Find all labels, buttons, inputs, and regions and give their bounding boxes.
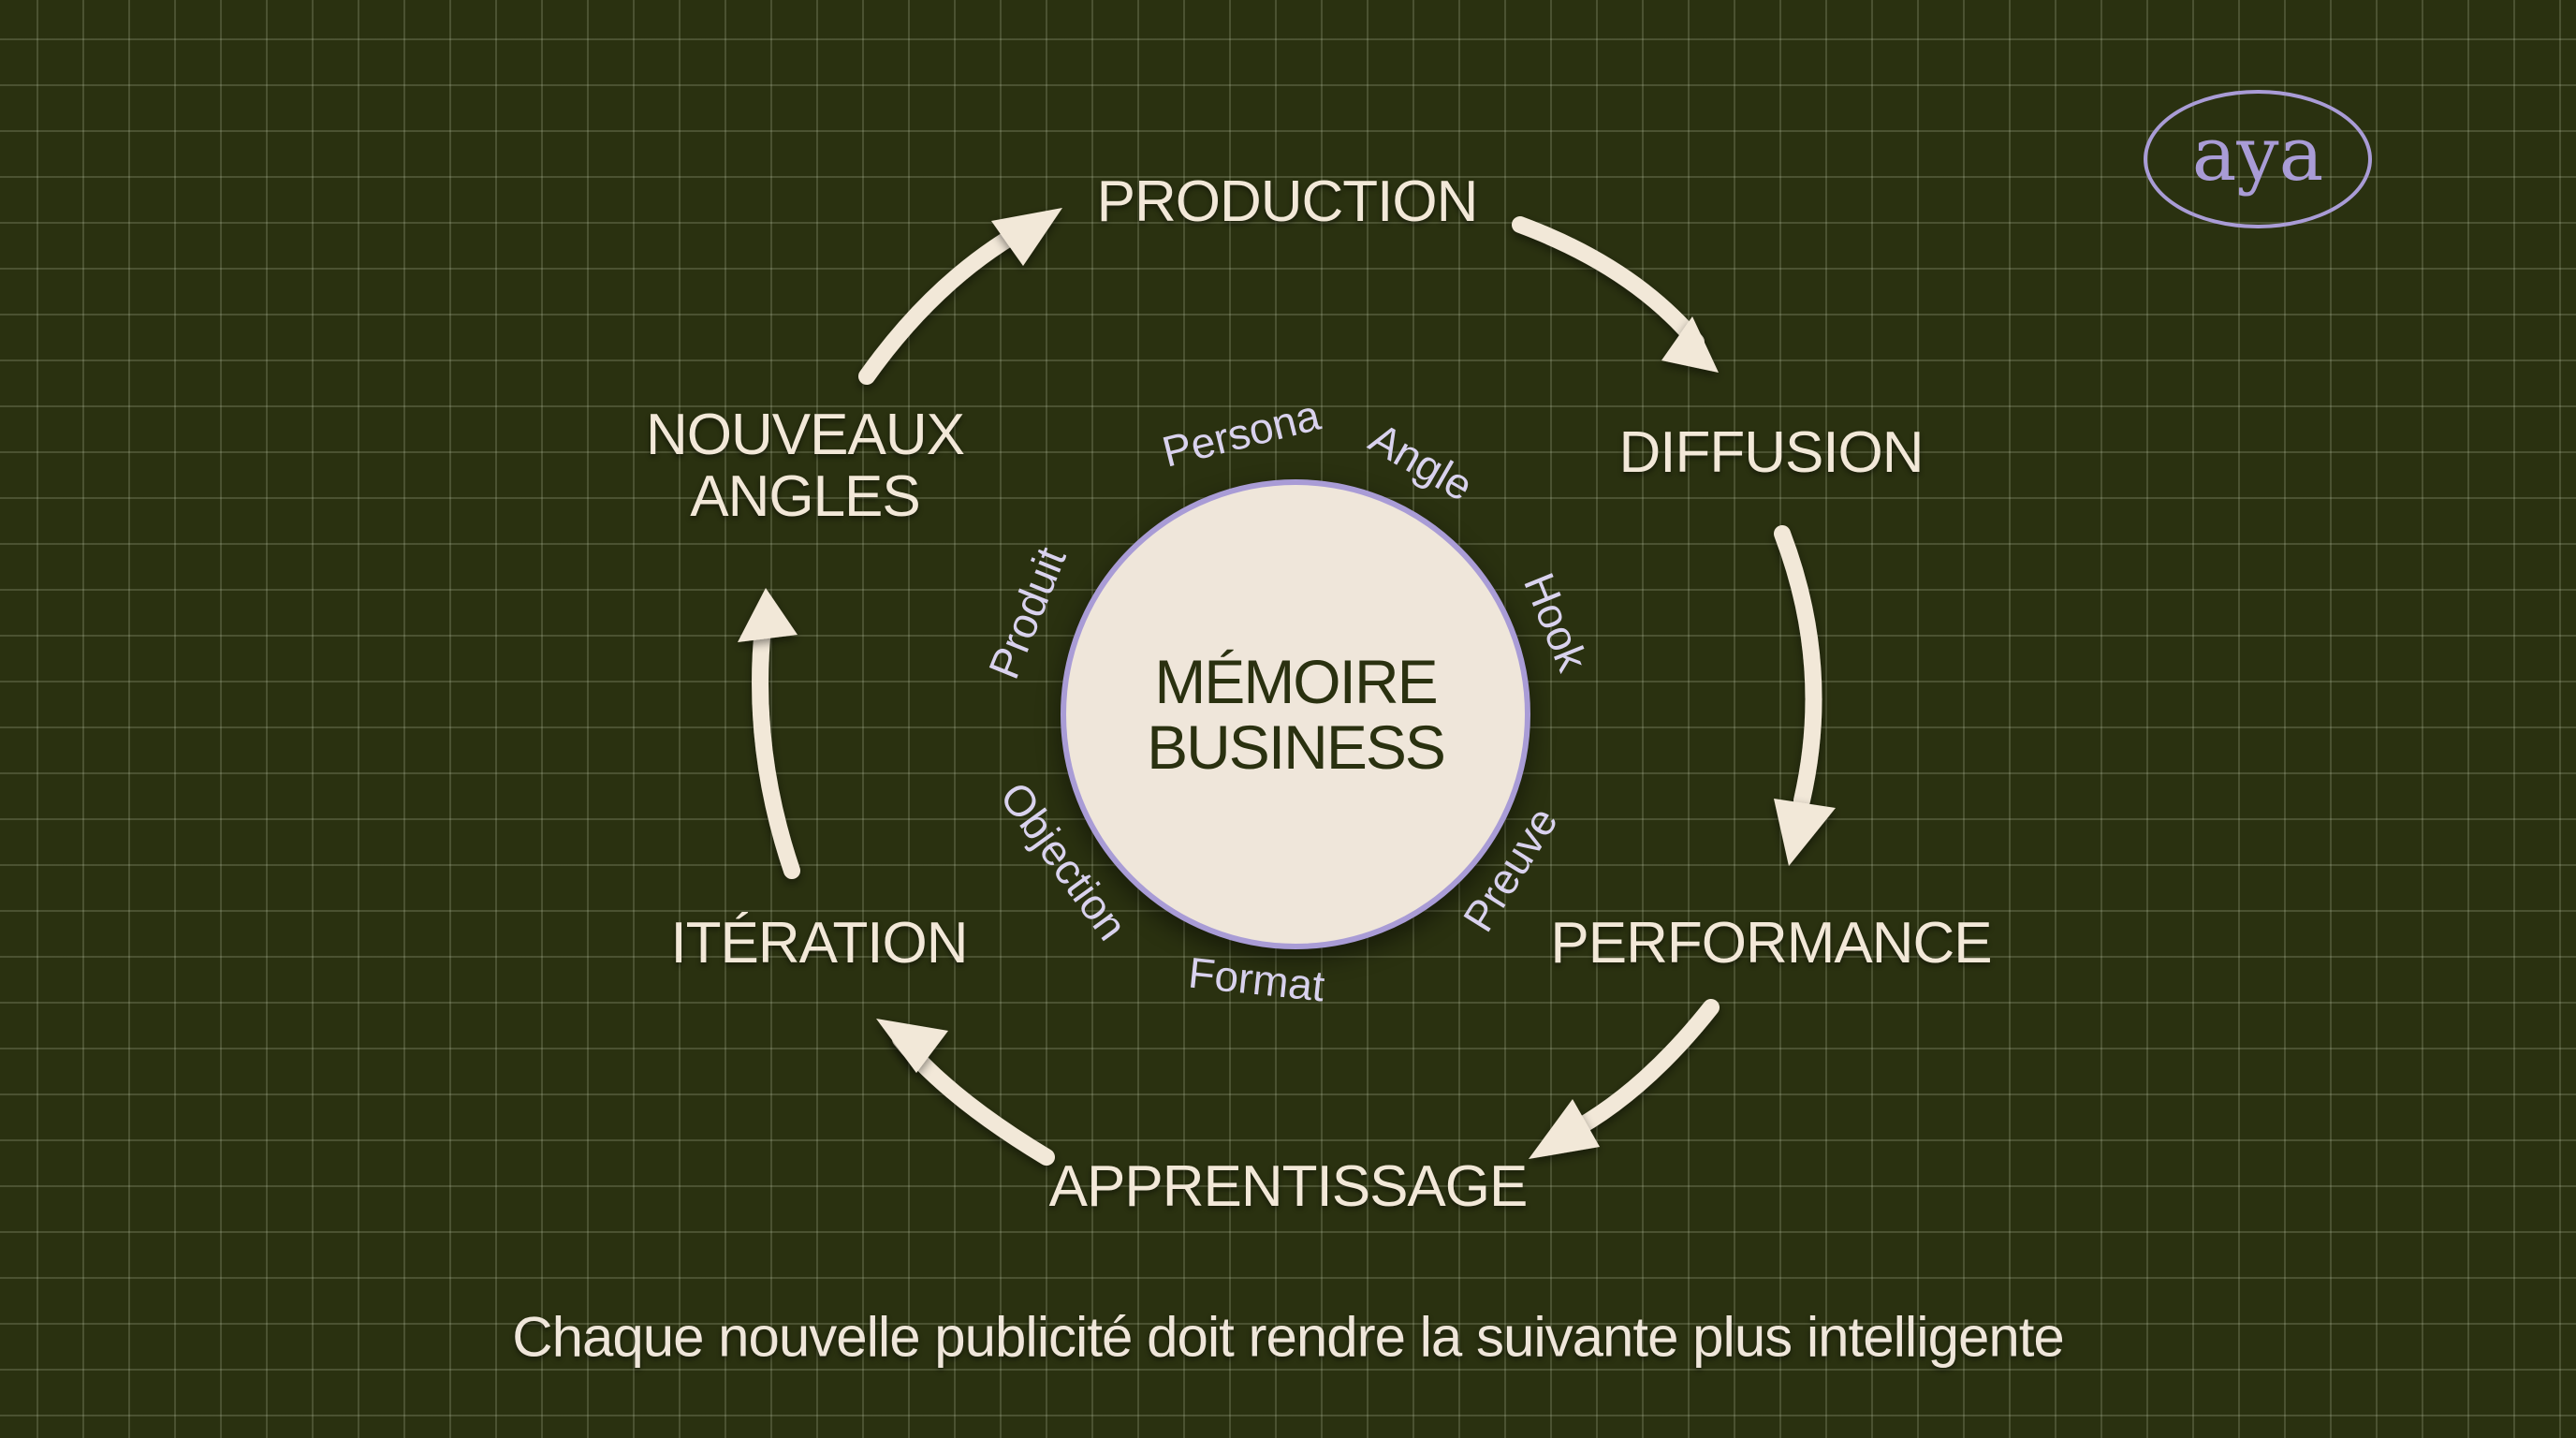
arrow-iteration-to-nouveaux-angles (752, 619, 800, 879)
stage-iteration: ITÉRATION (670, 911, 968, 976)
ring-label-persona: Persona (1157, 390, 1325, 477)
stage-nouveaux-angles: NOUVEAUX ANGLES (646, 403, 965, 529)
ring-label-hook: Hook (1515, 566, 1598, 679)
stage-production: PRODUCTION (1096, 169, 1479, 234)
tagline: Chaque nouvelle publicité doit rendre la… (512, 1305, 2064, 1369)
aya-logo-text: aya (2191, 110, 2324, 198)
stage-production-line: PRODUCTION (1096, 169, 1479, 234)
center-title: MÉMOIRE BUSINESS (1147, 647, 1446, 782)
stage-nouveaux-angles-line-1: NOUVEAUX (646, 403, 965, 467)
arrowhead-apprentissage (1529, 1099, 1600, 1159)
stage-iteration-line: ITÉRATION (670, 911, 968, 976)
arrowhead-nouveaux-angles (738, 588, 798, 642)
center-node: MÉMOIRE BUSINESS (1061, 479, 1530, 949)
aya-logo: aya (2144, 90, 2372, 228)
stage-performance-line: PERFORMANCE (1550, 911, 1992, 976)
ring-label-produit: Produit (979, 540, 1076, 685)
arrowhead-diffusion (1661, 316, 1719, 373)
arrow-diffusion-to-performance (1774, 525, 1822, 809)
stage-diffusion-line: DIFFUSION (1618, 420, 1924, 485)
stage-apprentissage: APPRENTISSAGE (1048, 1154, 1529, 1219)
ring-label-format: Format (1186, 948, 1327, 1011)
arrowhead-production (991, 208, 1062, 266)
stage-apprentissage-line: APPRENTISSAGE (1048, 1154, 1529, 1219)
arrowhead-performance (1774, 799, 1836, 866)
stage-performance: PERFORMANCE (1550, 911, 1992, 976)
stage-nouveaux-angles-line-2: ANGLES (690, 464, 921, 529)
arrowhead-iteration (876, 1019, 948, 1073)
arrow-performance-to-apprentissage (1569, 999, 1720, 1137)
center-title-line-1: MÉMOIRE (1154, 647, 1438, 716)
arrow-nouveaux-angles-to-production (858, 227, 1021, 385)
arrow-production-to-diffusion (1512, 216, 1705, 350)
center-title-line-2: BUSINESS (1147, 712, 1446, 782)
stage-diffusion: DIFFUSION (1618, 420, 1924, 485)
